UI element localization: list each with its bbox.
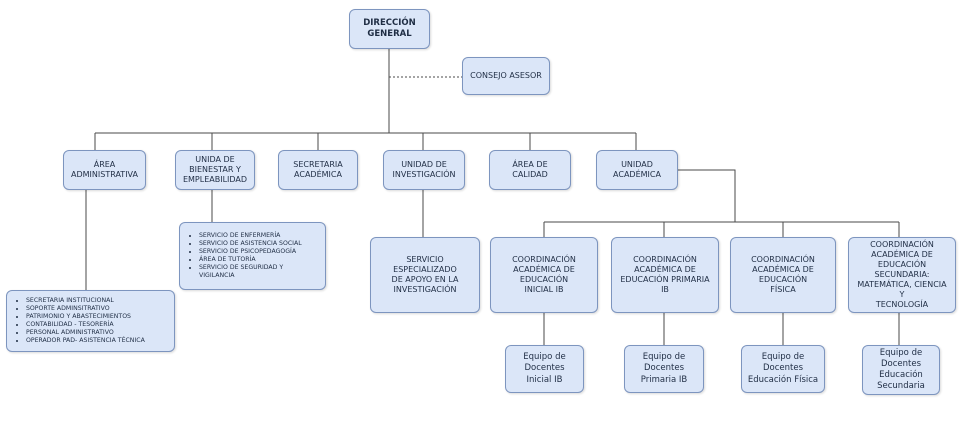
area-calidad-label: ÁREA DE CALIDAD	[512, 160, 548, 179]
unidad-bienestar-box: UNIDA DE BIENESTAR Y EMPLEABILIDAD	[175, 150, 255, 190]
coord-inicial-label: COORDINACIÓN ACADÉMICA DE EDUCACIÓN INIC…	[512, 255, 576, 294]
list-item: SOPORTE ADMINSITRATIVO	[26, 305, 145, 313]
unidad-academica-box: UNIDAD ACADÉMICA	[596, 150, 678, 190]
team-secundaria-box: Equipo de Docentes Educación Secundaria	[862, 345, 940, 395]
list-item: CONTABILIDAD - TESORERÍA	[26, 321, 145, 329]
list-item: SERVICIO DE ASISTENCIA SOCIAL	[199, 240, 320, 248]
bienestar-services-list: SERVICIO DE ENFERMERÍA SERVICIO DE ASIST…	[185, 232, 320, 280]
list-item: ÁREA DE TUTORÍA	[199, 256, 320, 264]
list-item: OPERADOR PAD- ASISTENCIA TÉCNICA	[26, 337, 145, 345]
unidad-bienestar-label: UNIDA DE BIENESTAR Y EMPLEABILIDAD	[182, 155, 248, 184]
consejo-asesor-label: CONSEJO ASESOR	[470, 71, 542, 80]
list-item: PERSONAL ADMINISTRATIVO	[26, 329, 145, 337]
list-item: SERVICIO DE PSICOPEDAGOGÍA	[199, 248, 320, 256]
team-fisica-label: Equipo de Docentes Educación Física	[747, 352, 819, 385]
list-item: SERVICIO DE SEGURIDAD Y VIGILANCIA	[199, 264, 320, 280]
team-inicial-label: Equipo de Docentes Inicial IB	[523, 352, 566, 385]
unidad-investigacion-box: UNIDAD DE INVESTIGACIÓN	[383, 150, 465, 190]
team-primaria-box: Equipo de Docentes Primaria IB	[624, 345, 704, 393]
connector-academica-side	[678, 169, 736, 222]
list-item: SECRETARIA INSTITUCIONAL	[26, 297, 145, 305]
unidad-investigacion-label: UNIDAD DE INVESTIGACIÓN	[392, 160, 456, 179]
secretaria-academica-label: SECRETARIA ACADÉMICA	[293, 160, 343, 179]
direccion-general-label: DIRECCIÓN GENERAL	[363, 18, 416, 39]
team-fisica-box: Equipo de Docentes Educación Física	[741, 345, 825, 393]
team-secundaria-label: Equipo de Docentes Educación Secundaria	[877, 347, 925, 392]
admin-services-list: SECRETARIA INSTITUCIONAL SOPORTE ADMINSI…	[12, 297, 145, 345]
secretaria-academica-box: SECRETARIA ACADÉMICA	[278, 150, 358, 190]
team-inicial-box: Equipo de Docentes Inicial IB	[505, 345, 584, 393]
coord-secundaria-box: COORDINACIÓN ACADÉMICA DE EDUCACIÓN SECU…	[848, 237, 956, 313]
admin-services-box: SECRETARIA INSTITUCIONAL SOPORTE ADMINSI…	[6, 290, 175, 352]
coord-primaria-box: COORDINACIÓN ACADÉMICA DE EDUCACIÓN PRIM…	[611, 237, 719, 313]
coord-primaria-label: COORDINACIÓN ACADÉMICA DE EDUCACIÓN PRIM…	[620, 255, 710, 294]
unidad-academica-label: UNIDAD ACADÉMICA	[613, 160, 661, 179]
consejo-asesor-box: CONSEJO ASESOR	[462, 57, 550, 95]
list-item: PATRIMONIO Y ABASTECIMIENTOS	[26, 313, 145, 321]
coord-fisica-box: COORDINACIÓN ACADÉMICA DE EDUCACIÓN FÍSI…	[730, 237, 836, 313]
team-primaria-label: Equipo de Docentes Primaria IB	[640, 352, 688, 385]
coord-fisica-label: COORDINACIÓN ACADÉMICA DE EDUCACIÓN FÍSI…	[751, 255, 815, 294]
coord-secundaria-label: COORDINACIÓN ACADÉMICA DE EDUCACIÓN SECU…	[857, 240, 947, 309]
area-administrativa-box: ÁREA ADMINISTRATIVA	[63, 150, 146, 190]
coord-inicial-box: COORDINACIÓN ACADÉMICA DE EDUCACIÓN INIC…	[490, 237, 598, 313]
servicio-investigacion-label: SERVICIO ESPECIALIZADO DE APOYO EN LA IN…	[391, 255, 459, 294]
list-item: SERVICIO DE ENFERMERÍA	[199, 232, 320, 240]
bienestar-services-box: SERVICIO DE ENFERMERÍA SERVICIO DE ASIST…	[179, 222, 326, 290]
area-calidad-box: ÁREA DE CALIDAD	[489, 150, 571, 190]
servicio-investigacion-box: SERVICIO ESPECIALIZADO DE APOYO EN LA IN…	[370, 237, 480, 313]
direccion-general-box: DIRECCIÓN GENERAL	[349, 9, 430, 49]
area-administrativa-label: ÁREA ADMINISTRATIVA	[71, 160, 138, 179]
